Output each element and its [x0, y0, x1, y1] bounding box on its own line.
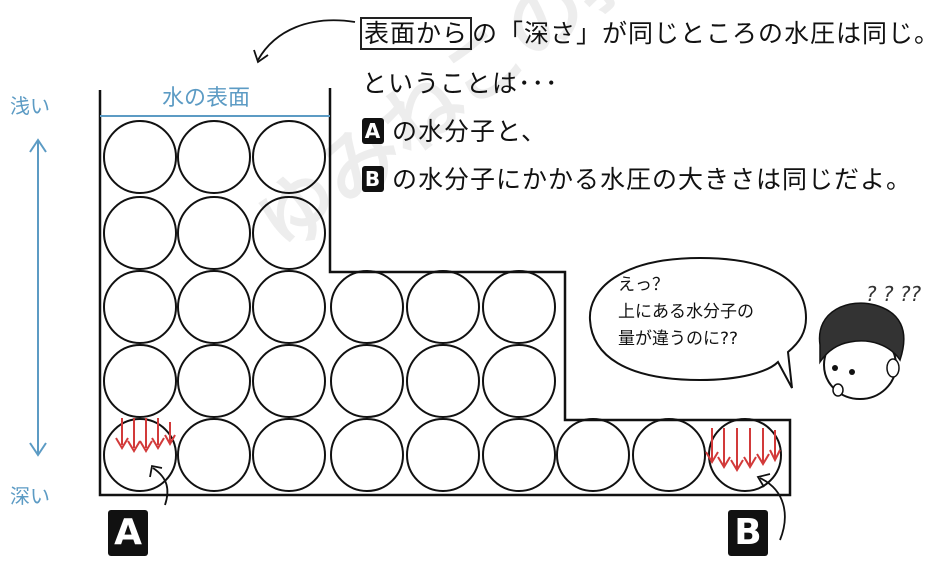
- shallow-label: 浅い: [10, 94, 50, 118]
- line-4: B の水分子にかかる水圧の大きさは同じだよ。: [362, 160, 912, 196]
- water-molecules: [103, 120, 782, 492]
- pressure-arrows-b: [705, 428, 781, 472]
- surface-pointer-arrowhead: [253, 49, 269, 64]
- water-molecule: [482, 270, 556, 344]
- line-3: A の水分子と、: [362, 112, 547, 148]
- water-molecule: [632, 418, 706, 492]
- water-molecule: [103, 120, 177, 194]
- water-molecule: [330, 344, 404, 418]
- speech-bubble-text: えっ？ 上にある水分子の 量が違うのに??: [618, 272, 754, 353]
- depth-arrow: [29, 138, 47, 457]
- water-molecule: [330, 270, 404, 344]
- marker-b: B: [728, 510, 768, 556]
- speech-line-1: えっ？: [618, 275, 669, 295]
- badge-a-small: A: [362, 118, 384, 144]
- confused-boy-illustration: [818, 302, 905, 400]
- water-molecule: [482, 418, 556, 492]
- water-molecule: [252, 418, 326, 492]
- a-pointer-arrow: [152, 467, 169, 506]
- water-molecule: [252, 270, 326, 344]
- b-pointer-arrow: [759, 477, 786, 541]
- speech-line-2: 上にある水分子の: [618, 302, 754, 322]
- headline: 表面からの「深さ」が同じところの水圧は同じ。: [360, 14, 940, 50]
- water-molecule: [177, 418, 251, 492]
- water-molecule: [177, 270, 251, 344]
- water-molecule: [177, 196, 251, 270]
- water-molecule: [252, 120, 326, 194]
- water-molecule: [103, 270, 177, 344]
- water-molecule: [406, 270, 480, 344]
- water-molecule: [406, 344, 480, 418]
- boy-hair: [818, 302, 905, 365]
- surface-pointer-arrow: [257, 19, 356, 61]
- water-molecule: [330, 418, 404, 492]
- water-surface-label: 水の表面: [162, 86, 251, 111]
- water-molecule: [556, 418, 630, 492]
- water-molecule: [103, 418, 177, 492]
- pressure-arrows-a: [115, 418, 176, 453]
- water-molecule: [482, 344, 556, 418]
- headline-boxed-text: 表面から: [360, 17, 473, 50]
- speech-line-3: 量が違うのに??: [618, 329, 739, 349]
- b-pointer-arrowhead: [756, 473, 771, 488]
- confusion-marks: ? ? ??: [866, 282, 922, 306]
- water-molecule: [406, 418, 480, 492]
- badge-b-small: B: [362, 166, 384, 192]
- water-molecule: [103, 196, 177, 270]
- line-4-text: の水分子にかかる水圧の大きさは同じだよ。: [392, 165, 913, 194]
- water-molecule: [177, 344, 251, 418]
- boy-eye-left: [832, 365, 838, 371]
- line-3-text: の水分子と、: [392, 117, 548, 146]
- boy-mouth: [832, 383, 844, 397]
- marker-a: A: [108, 510, 148, 556]
- speech-bubble-outline: [588, 256, 808, 389]
- water-molecule: [252, 196, 326, 270]
- boy-eye-right: [849, 369, 855, 375]
- headline-rest-text: の「深さ」が同じところの水圧は同じ。: [472, 19, 941, 48]
- water-molecule: [252, 344, 326, 418]
- a-pointer-arrowhead: [149, 464, 163, 478]
- water-molecule: [708, 418, 782, 492]
- deep-label: 深い: [10, 484, 50, 508]
- line-2-text: ということは･･･: [362, 69, 559, 98]
- water-molecule: [103, 344, 177, 418]
- water-molecule: [177, 120, 251, 194]
- boy-ear: [886, 358, 900, 378]
